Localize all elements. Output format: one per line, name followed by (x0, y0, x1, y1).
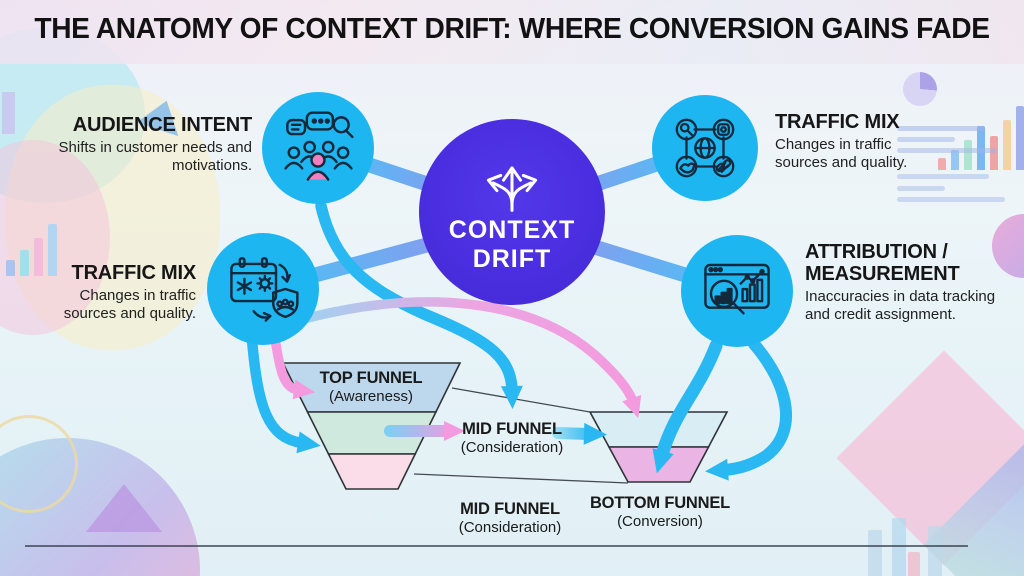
mid-funnel-side-label: MID FUNNEL (Consideration) (438, 420, 586, 456)
arrow-blue-s-curve (315, 200, 523, 409)
traffic-mix-left-desc: Changes in traffic sources and quality. (63, 287, 196, 323)
traffic-mix-left-block: TRAFFIC MIX Changes in traffic sources a… (38, 262, 197, 324)
branching-arrows-icon (486, 166, 538, 213)
arrow-pink-long-curve (295, 297, 642, 419)
bottom-funnel-label-sub: (Conversion) (617, 513, 703, 530)
arrow-pink-to-top-funnel (270, 333, 315, 400)
center-label-line2: DRIFT (472, 245, 552, 273)
center-label-line1: CONTEXT (448, 216, 576, 245)
node-circle-traffic-mix-top (652, 95, 758, 201)
audience-intent-desc: Shifts in customer needs and motivations… (58, 139, 252, 175)
mid-funnel-bottom-label-sub: (Consideration) (458, 519, 562, 536)
attribution-block: ATTRIBUTION / MEASUREMENT Inaccuracies i… (805, 241, 1021, 325)
traffic-mix-top-title: TRAFFIC MIX (775, 111, 900, 133)
mid-funnel-side-label-sub: (Consideration) (460, 439, 564, 456)
attribution-title: ATTRIBUTION / MEASUREMENT (805, 241, 960, 285)
top-funnel-shape (281, 362, 462, 490)
node-circle-audience-intent (262, 92, 374, 204)
channels-network-icon (675, 118, 735, 178)
node-circle-traffic-mix-left (207, 233, 319, 345)
analytics-report-icon (704, 263, 770, 315)
node-circle-attribution (681, 235, 793, 347)
top-funnel-label: TOP FUNNEL (Awareness) (291, 369, 451, 405)
mid-funnel-side-label-main: MID FUNNEL (462, 420, 562, 438)
arrow-blue-to-bottom-funnel (552, 422, 607, 445)
top-funnel-label-sub: (Awareness) (329, 388, 413, 405)
audience-intent-block: AUDIENCE INTENT Shifts in customer needs… (58, 114, 253, 176)
traffic-mix-top-block: TRAFFIC MIX Changes in traffic sources a… (775, 111, 941, 173)
arrow-blue-right-loop (705, 338, 793, 481)
audience-people-icon (284, 111, 354, 181)
top-funnel-label-main: TOP FUNNEL (319, 369, 423, 387)
attribution-desc: Inaccuracies in data tracking and credit… (805, 288, 996, 324)
audience-intent-title: AUDIENCE INTENT (72, 114, 252, 136)
bottom-funnel-label: BOTTOM FUNNEL (Conversion) (578, 494, 742, 530)
flow-arrows (246, 200, 793, 481)
bottom-funnel-label-main: BOTTOM FUNNEL (589, 494, 731, 512)
traffic-mix-top-desc: Changes in traffic sources and quality. (775, 136, 908, 172)
traffic-mix-left-title: TRAFFIC MIX (71, 262, 197, 284)
mid-funnel-bottom-label-main: MID FUNNEL (460, 500, 560, 518)
mid-funnel-bottom-label: MID FUNNEL (Consideration) (435, 500, 585, 536)
arrow-blue-down-through-funnel (652, 339, 723, 474)
arrow-blue-to-mid-band (246, 334, 321, 454)
center-node-context-drift: CONTEXT DRIFT (419, 119, 605, 305)
seasonal-calendar-icon (230, 257, 299, 322)
page-title: THE ANATOMY OF CONTEXT DRIFT: WHERE CONV… (34, 13, 990, 45)
